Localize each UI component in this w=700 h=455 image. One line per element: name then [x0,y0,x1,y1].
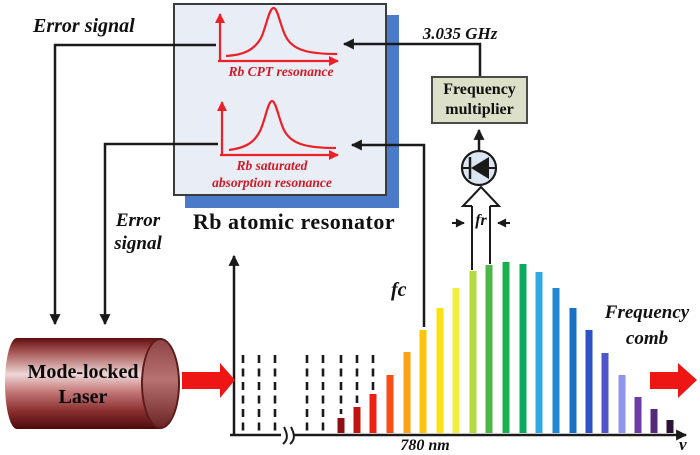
fr-label: fr [475,212,487,229]
ghz-label: 3.035 GHz [422,24,498,43]
mode-locked-laser-cylinder [5,338,162,429]
frequency-multiplier-label-line2: multiplier [445,101,514,118]
cpt-resonance-label: Rb CPT resonance [228,64,334,79]
mode-locked-laser-cylinder-cap [141,338,180,429]
photodiode-icon [460,149,498,187]
wavelength-label: 780 nm [400,437,450,454]
frequency-axis-label: ν [679,435,687,454]
error-signal-label-left: Error signal [114,210,162,254]
frequency-multiplier-label-line1: Frequency [443,81,516,98]
frequency-comb-output-arrow [650,363,697,398]
saturated-absorption-label: Rb saturated absorption resonance [212,158,332,190]
resonator-title: Rb atomic resonator [192,209,396,234]
comb-dashed-modes [241,355,375,432]
frequency-comb-label: Frequency comb [604,302,690,349]
mode-locked-laser-label: Mode-locked Laser [27,361,139,408]
axis-break [281,426,295,445]
laser-output-beam-arrow [182,363,235,398]
error-signal-label-top: Error signal [33,15,135,37]
frequency-multiplier-box: Frequency multiplier [431,76,528,124]
fc-label: fc [391,279,407,301]
